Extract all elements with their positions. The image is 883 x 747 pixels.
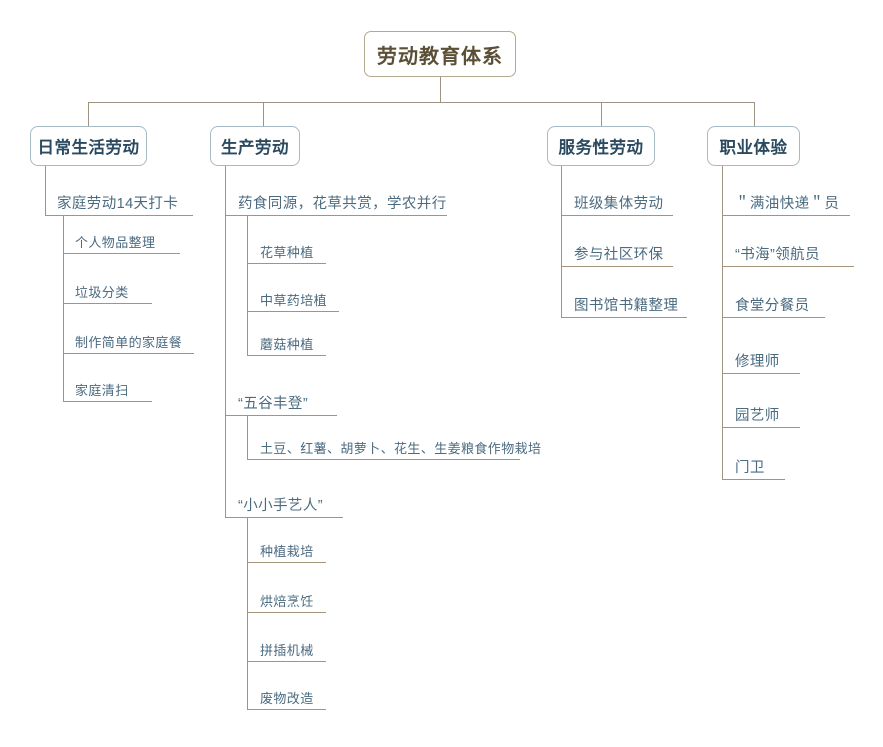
item-label: 土豆、红薯、胡萝卜、花生、生姜粮食作物栽培 [260,441,542,456]
item-label: 药食同源，花草共赏，学农并行 [238,196,447,212]
branch-label-career-experience: 职业体验 [719,139,788,157]
branch-node-daily-life-labor[interactable]: 日常生活劳动 [30,126,147,166]
item-b2-g0-2[interactable]: 蘑菇种植 [247,330,326,356]
item-b4-3[interactable]: 修理师 [722,348,800,374]
connector-drop-4 [754,102,755,126]
item-label: “书海”领航员 [735,247,820,263]
item-label: 蘑菇种植 [260,337,314,352]
item-b2-g0-1[interactable]: 中草药培植 [247,286,339,312]
item-label: 中草药培植 [260,293,328,308]
item-b4-0[interactable]: ＂满油快递＂员 [722,190,850,216]
connector-spine-b2-g1 [247,416,248,460]
item-b1-l4-3[interactable]: 家庭清扫 [63,376,152,402]
connector-drop-2 [263,102,264,126]
branch-node-service-labor[interactable]: 服务性劳动 [547,126,655,166]
item-label: 食堂分餐员 [735,298,810,314]
item-b1-l4-0[interactable]: 个人物品整理 [63,228,180,254]
item-label: 园艺师 [735,408,780,424]
connector-spine-b3 [561,166,562,318]
item-b3-2[interactable]: 图书馆书籍整理 [561,292,687,318]
item-b3-0[interactable]: 班级集体劳动 [561,190,673,216]
item-label: “五谷丰登” [238,396,309,412]
item-b4-5[interactable]: 门卫 [722,454,785,480]
item-label: ＂满油快递＂员 [735,196,840,212]
item-label: 参与社区环保 [574,247,664,263]
item-b1-l3-0[interactable]: 家庭劳动14天打卡 [45,190,193,216]
item-b4-4[interactable]: 园艺师 [722,402,800,428]
branch-label-production-labor: 生产劳动 [221,139,289,157]
connector-spine-b4 [722,166,723,480]
item-b2-g2-3[interactable]: 废物改造 [247,684,326,710]
connector-spine-b2 [225,166,226,518]
item-b2-g2-2[interactable]: 拼插机械 [247,636,326,662]
item-label: 修理师 [735,354,780,370]
item-label: 垃圾分类 [75,285,129,300]
connector-root-stem [440,77,441,102]
branch-label-daily-life-labor: 日常生活劳动 [37,139,140,157]
item-b4-1[interactable]: “书海”领航员 [722,241,854,267]
connector-spine-b2-g2 [247,518,248,710]
item-b1-l4-2[interactable]: 制作简单的家庭餐 [63,328,194,354]
branch-node-career-experience[interactable]: 职业体验 [707,126,800,166]
item-b2-l3-1[interactable]: “五谷丰登” [225,390,337,416]
item-label: 种植栽培 [260,544,314,559]
connector-spine-b1 [45,166,46,216]
item-label: 家庭清扫 [75,383,129,398]
item-label: 图书馆书籍整理 [574,298,679,314]
item-b1-l4-1[interactable]: 垃圾分类 [63,278,152,304]
item-b2-g2-0[interactable]: 种植栽培 [247,537,326,563]
connector-bus [88,102,754,103]
item-label: 个人物品整理 [75,235,156,250]
item-b2-l3-2[interactable]: “小小手艺人” [225,492,343,518]
item-label: 花草种植 [260,245,314,260]
item-b2-g1-0[interactable]: 土豆、红薯、胡萝卜、花生、生姜粮食作物栽培 [247,434,541,460]
item-label: 家庭劳动14天打卡 [57,196,179,212]
root-node[interactable]: 劳动教育体系 [364,31,516,77]
connector-drop-3 [601,102,602,126]
item-b2-l3-0[interactable]: 药食同源，花草共赏，学农并行 [225,190,447,216]
item-label: 烘焙烹饪 [260,594,314,609]
connector-spine-b1-l4 [63,216,64,402]
item-label: 班级集体劳动 [574,196,664,212]
connector-drop-1 [88,102,89,126]
item-b2-g0-0[interactable]: 花草种植 [247,238,326,264]
item-b2-g2-1[interactable]: 烘焙烹饪 [247,587,326,613]
branch-label-service-labor: 服务性劳动 [558,139,644,157]
item-label: 废物改造 [260,691,314,706]
item-label: 制作简单的家庭餐 [75,335,183,350]
connector-spine-b2-g0 [247,216,248,356]
item-label: 拼插机械 [260,643,314,658]
item-label: “小小手艺人” [238,498,323,514]
item-b3-1[interactable]: 参与社区环保 [561,241,673,267]
root-node-label: 劳动教育体系 [377,45,503,68]
item-b4-2[interactable]: 食堂分餐员 [722,292,825,318]
branch-node-production-labor[interactable]: 生产劳动 [210,126,300,166]
item-label: 门卫 [735,460,765,476]
